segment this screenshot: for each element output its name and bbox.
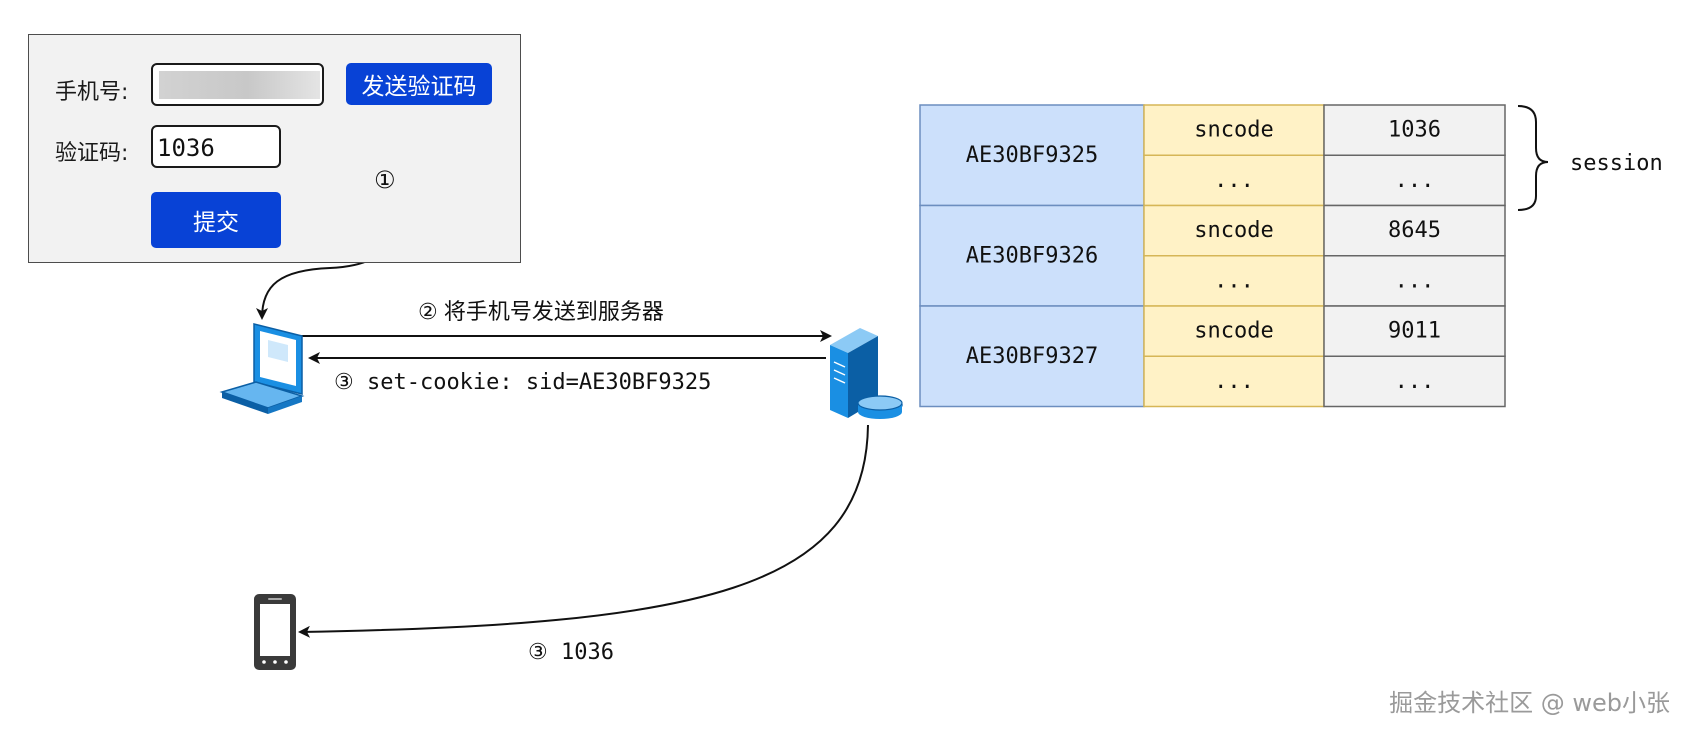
- session-key-more-text: ...: [1214, 369, 1254, 394]
- session-key-more-cell: [1143, 255, 1325, 307]
- session-value-more-text: ...: [1395, 268, 1435, 293]
- step-2-label: ② 将手机号发送到服务器: [418, 299, 664, 324]
- session-value-more-cell: [1323, 154, 1506, 207]
- session-id-text: AE30BF9326: [966, 243, 1098, 268]
- session-value-more-text: ...: [1395, 369, 1435, 394]
- session-key-text: sncode: [1194, 118, 1273, 143]
- step-3-cookie-label: ③ set-cookie: sid=AE30BF9325: [334, 370, 712, 395]
- phone-label: 手机号:: [55, 80, 129, 105]
- session-value-cell: [1323, 305, 1506, 357]
- session-key-text: sncode: [1194, 218, 1273, 243]
- session-id-text: AE30BF9325: [966, 143, 1098, 168]
- session-key-more-text: ...: [1214, 268, 1254, 293]
- submit-button[interactable]: 提交: [151, 192, 281, 248]
- session-value-text: 9011: [1388, 319, 1441, 344]
- code-input-value: 1036: [157, 134, 215, 162]
- session-key-more-cell: [1143, 355, 1325, 408]
- session-key-cell: [1143, 104, 1325, 156]
- session-table: AE30BF9325 sncode... 1036... AE30BF9326 snco…: [919, 104, 1506, 408]
- server-to-phone-arrow: [298, 424, 869, 638]
- session-key-cell: [1143, 305, 1325, 357]
- laptop-icon: [219, 323, 305, 414]
- session-value-more-cell: [1323, 355, 1506, 408]
- server-icon: [830, 328, 903, 419]
- session-value-text: 8645: [1388, 218, 1441, 243]
- session-id-text: AE30BF9327: [966, 344, 1098, 369]
- watermark: 掘金技术社区 @ web小张: [1389, 689, 1670, 717]
- session-id-cell: [919, 204, 1145, 307]
- session-value-cell: [1323, 204, 1506, 257]
- session-key-more-text: ...: [1214, 168, 1254, 193]
- session-key-text: sncode: [1194, 319, 1273, 344]
- session-id-cell: [919, 305, 1145, 408]
- verification-form: 手机号: 发送验证码 验证码: 1036 提交: [28, 34, 521, 263]
- phone-input[interactable]: [151, 63, 324, 106]
- session-brace-icon: [1517, 105, 1549, 211]
- session-label: session: [1570, 151, 1663, 176]
- code-input[interactable]: 1036: [151, 125, 281, 168]
- session-key-more-cell: [1143, 154, 1325, 207]
- phone-value-mask: [159, 71, 320, 99]
- send-code-button[interactable]: 发送验证码: [346, 63, 492, 105]
- step-3-sms-label: ③ 1036: [528, 640, 614, 665]
- session-value-more-text: ...: [1395, 168, 1435, 193]
- session-id-cell: [919, 104, 1145, 207]
- session-value-more-cell: [1323, 255, 1506, 307]
- mobile-phone-icon: [254, 594, 296, 670]
- session-key-cell: [1143, 204, 1325, 257]
- code-label: 验证码:: [55, 141, 129, 166]
- step-1-marker: ①: [374, 167, 396, 194]
- session-value-text: 1036: [1388, 118, 1441, 143]
